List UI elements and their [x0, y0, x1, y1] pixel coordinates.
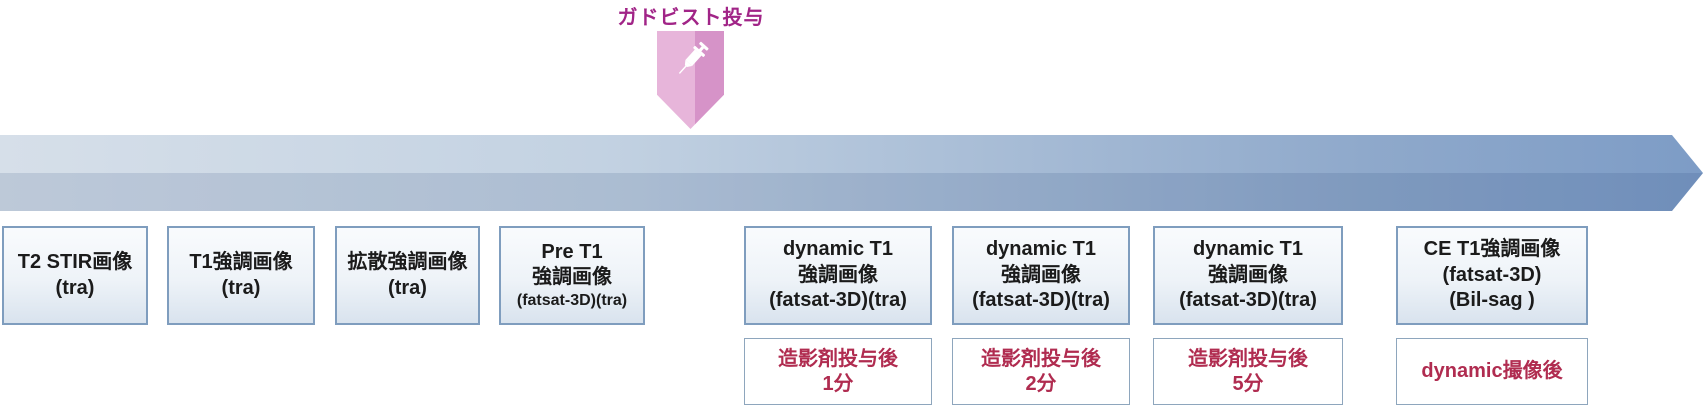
box-line: T1強調画像	[189, 250, 293, 273]
box-line: (tra)	[221, 276, 261, 299]
sequence-box-dynamic-2: dynamic T1 強調画像 (fatsat-3D)(tra)	[952, 226, 1130, 325]
note-line: 1分	[822, 372, 854, 395]
note-line: 造影剤投与後	[981, 347, 1101, 370]
sequence-box-dwi: 拡散強調画像 (tra)	[335, 226, 480, 325]
box-line: (fatsat-3D)(tra)	[516, 291, 628, 309]
syringe-icon	[678, 41, 709, 74]
box-line: 強調画像	[798, 263, 878, 286]
box-line: 強調画像	[532, 266, 612, 289]
box-line: 強調画像	[1001, 263, 1081, 286]
box-line: (Bil-sag )	[1449, 289, 1535, 312]
note-line: 造影剤投与後	[778, 347, 898, 370]
sequence-box-ce-t1: CE T1強調画像 (fatsat-3D) (Bil-sag )	[1396, 226, 1588, 325]
box-line: (tra)	[55, 276, 95, 299]
box-line: CE T1強調画像	[1423, 238, 1561, 261]
box-line: (fatsat-3D)	[1442, 263, 1542, 286]
sequence-box-t2-stir: T2 STIR画像 (tra)	[2, 226, 148, 325]
box-line: T2 STIR画像	[17, 250, 133, 273]
timing-note-1min: 造影剤投与後 1分	[744, 338, 932, 405]
box-line: (tra)	[388, 276, 427, 299]
box-line: dynamic T1	[985, 238, 1097, 261]
sequence-box-dynamic-3: dynamic T1 強調画像 (fatsat-3D)(tra)	[1153, 226, 1343, 325]
sequence-box-dynamic-1: dynamic T1 強調画像 (fatsat-3D)(tra)	[744, 226, 932, 325]
box-line: 拡散強調画像	[347, 250, 468, 273]
box-line: dynamic T1	[782, 238, 894, 261]
injection-label: ガドビスト投与	[617, 7, 765, 29]
note-line: 2分	[1025, 372, 1057, 395]
box-line: Pre T1	[541, 240, 603, 263]
box-line: (fatsat-3D)(tra)	[972, 289, 1110, 312]
box-line: (fatsat-3D)(tra)	[1179, 289, 1317, 312]
sequence-box-t1: T1強調画像 (tra)	[167, 226, 315, 325]
box-line: dynamic T1	[1192, 238, 1304, 261]
sequence-box-pre-t1: Pre T1 強調画像 (fatsat-3D)(tra)	[499, 226, 645, 325]
note-line: 造影剤投与後	[1188, 347, 1308, 370]
timeline-arrow	[0, 135, 1703, 211]
box-line: (fatsat-3D)(tra)	[769, 289, 907, 312]
timing-note-5min: 造影剤投与後 5分	[1153, 338, 1343, 405]
arrow-bevel	[0, 173, 1703, 211]
box-line: 強調画像	[1208, 263, 1288, 286]
timing-note-post-dynamic: dynamic撮像後	[1396, 338, 1588, 405]
injection-pin	[657, 31, 724, 129]
timing-note-2min: 造影剤投与後 2分	[952, 338, 1130, 405]
note-line: 5分	[1232, 372, 1264, 395]
note-line: dynamic撮像後	[1421, 360, 1563, 382]
